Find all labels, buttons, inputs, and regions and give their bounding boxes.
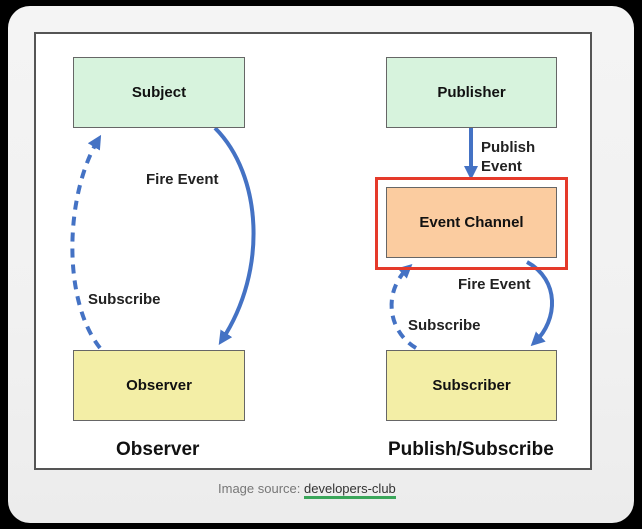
subscriber-box: Subscriber — [386, 350, 557, 421]
observer-subscribe-arrow — [70, 134, 102, 350]
pubsub-subscribe-label: Subscribe — [408, 317, 481, 334]
pubsub-title: Publish/Subscribe — [388, 439, 554, 460]
caption-prefix: Image source: — [218, 481, 304, 496]
observer-fire-event-arrow — [213, 126, 256, 346]
observer-box: Observer — [73, 350, 245, 421]
publish-event-label-line2: Event — [481, 158, 522, 175]
publisher-box-label: Publisher — [437, 84, 506, 101]
image-source-caption: Image source: developers-club — [218, 481, 396, 499]
subject-box: Subject — [73, 57, 245, 128]
observer-subscribe-label: Subscribe — [88, 291, 161, 308]
pubsub-fire-event-arrow — [525, 260, 555, 347]
pubsub-fire-event-label: Fire Event — [458, 276, 531, 293]
observer-fire-event-label: Fire Event — [146, 171, 219, 188]
observer-box-label: Observer — [126, 377, 192, 394]
event-channel-box-label: Event Channel — [419, 214, 524, 231]
publisher-box: Publisher — [386, 57, 557, 128]
subscriber-box-label: Subscriber — [432, 377, 511, 394]
event-channel-highlight — [375, 177, 568, 270]
event-channel-box: Event Channel — [386, 187, 557, 258]
observer-title: Observer — [116, 439, 200, 460]
caption-source-link[interactable]: developers-club — [304, 481, 396, 499]
subject-box-label: Subject — [131, 84, 187, 101]
publish-event-label-line1: Publish — [481, 139, 536, 156]
pubsub-subscribe-arrow — [389, 263, 418, 350]
